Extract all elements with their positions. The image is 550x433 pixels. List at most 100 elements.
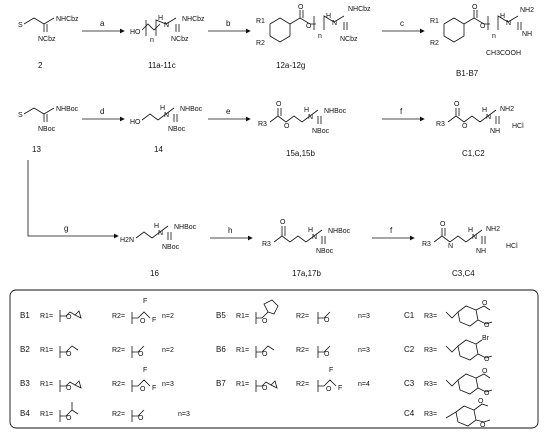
legend-b1-r2: R2= xyxy=(112,313,125,320)
legend-b5-r2: R2= xyxy=(296,313,309,320)
legend-b3-r1: R1= xyxy=(40,381,53,388)
salt-acoh: CH3COOH xyxy=(486,50,521,57)
legend-b7-code: B7 xyxy=(216,379,226,388)
nh-h-11: H xyxy=(158,15,163,22)
label-compound-14: 14 xyxy=(154,145,163,154)
legend-c2-r3: R3= xyxy=(424,347,437,354)
svg-text:O: O xyxy=(284,123,290,130)
legend-b7-f2: F xyxy=(338,385,342,392)
step-h: h xyxy=(228,226,232,235)
legend-c1-code: C1 xyxy=(404,311,415,320)
svg-text:O: O xyxy=(326,386,332,393)
compound-b1-b7: R1 R2 O O n H N NH2 NH CH3COOH B1-B7 xyxy=(430,4,534,78)
legend-c1-r3: R3= xyxy=(424,313,437,320)
nh-n-15: N xyxy=(308,114,313,121)
salt-hcl-c12: HCl xyxy=(512,123,524,130)
group-ho-14: HO xyxy=(130,119,141,126)
legend-b5-n: n=3 xyxy=(358,313,370,320)
nh-n-c34: N xyxy=(472,234,477,241)
svg-text:O: O xyxy=(262,351,268,358)
legend-b7-n: n=4 xyxy=(358,381,370,388)
svg-text:O: O xyxy=(482,368,488,375)
group-nboc-14: NBoc xyxy=(168,126,186,133)
cyclopropylmethoxy-icon xyxy=(59,310,82,322)
methoxy-icon-b5 xyxy=(317,311,331,324)
step-c: c xyxy=(400,19,404,28)
step-a: a xyxy=(100,19,105,28)
legend-b1-n: n=2 xyxy=(162,313,174,320)
legend-box xyxy=(9,289,539,429)
cyclopropylmethoxy-icon-b7 xyxy=(255,380,278,392)
svg-text:O: O xyxy=(484,390,490,397)
svg-text:O: O xyxy=(454,101,460,108)
svg-text:O: O xyxy=(298,4,304,11)
isopropoxy-icon-b4 xyxy=(59,402,79,422)
legend-b2-n: n=2 xyxy=(162,347,174,354)
diethoxyphenyl-icon-c1 xyxy=(457,305,479,327)
diethoxyphenyl-icon-c4 xyxy=(455,405,477,427)
svg-text:O: O xyxy=(324,351,330,358)
svg-text:O: O xyxy=(480,23,486,30)
legend-row-3: B3 R1= O R2= O F F n=3 B7 R1= O R2= O F … xyxy=(20,367,493,397)
svg-text:O: O xyxy=(324,317,330,324)
legend-b3-r2: R2= xyxy=(112,381,125,388)
legend-b6-code: B6 xyxy=(216,345,226,354)
nh-h-16: H xyxy=(154,223,159,230)
legend-c4-code: C4 xyxy=(404,409,415,418)
group-nh-c12: NH xyxy=(490,128,500,135)
diethoxyphenyl-icon-c3 xyxy=(457,373,479,395)
legend-b2-r2: R2= xyxy=(112,347,125,354)
step-f-2: f xyxy=(390,226,393,235)
legend-b3-code: B3 xyxy=(20,379,30,388)
group-nh-c34: NH xyxy=(476,248,486,255)
svg-text:O: O xyxy=(280,219,286,226)
compound-c1-c2: R3 O O H N NH2 NH HCl C1,C2 xyxy=(436,101,524,158)
cyclopropylmethoxy-icon-b3 xyxy=(59,380,82,392)
svg-text:O: O xyxy=(482,300,488,307)
step-f-1: f xyxy=(400,107,403,116)
group-r3-15: R3 xyxy=(258,121,267,128)
group-r2-b: R2 xyxy=(430,40,439,47)
label-compound-b: B1-B7 xyxy=(456,69,479,78)
group-nhboc-14: NHBoc xyxy=(180,106,203,113)
nh-h-14: H xyxy=(160,105,165,112)
group-r1-12: R1 xyxy=(256,18,265,25)
group-ho-11: HO xyxy=(130,29,141,36)
group-nhcbz-11: NHCbz xyxy=(182,16,205,23)
group-nboc-15: NBoc xyxy=(312,128,330,135)
salt-hcl-c34: HCl xyxy=(506,243,518,250)
legend-row-2: B2 R1= O R2= O n=2 B6 R1= O R2= O n=3 C2… xyxy=(20,335,493,363)
legend-b4-r1: R1= xyxy=(40,411,53,418)
nh-n-17: N xyxy=(312,234,317,241)
difluoromethoxy-icon-b7 xyxy=(317,379,337,392)
svg-text:O: O xyxy=(140,318,146,325)
svg-text:O: O xyxy=(306,23,312,30)
label-compound-c12: C1,C2 xyxy=(462,149,485,158)
subscript-n-11: n xyxy=(150,37,154,44)
nh-n-11: N xyxy=(164,22,169,29)
nh-h-c34: H xyxy=(468,227,473,234)
legend-b4-code: B4 xyxy=(20,409,30,418)
label-compound-16: 16 xyxy=(150,269,159,278)
svg-text:O: O xyxy=(140,386,146,393)
group-nh2-c12: NH2 xyxy=(500,106,514,113)
compound-13: S NHBoc NBoc 13 xyxy=(18,106,79,154)
nh-n-12: N xyxy=(332,20,337,27)
legend-row-4: B4 R1= O R2= O n=3 C4 R3= O O xyxy=(20,398,491,429)
nh-n-14: N xyxy=(164,112,169,119)
legend-b1-code: B1 xyxy=(20,311,30,320)
legend-b7-r1: R1= xyxy=(236,381,249,388)
subscript-n-b: n xyxy=(492,33,496,40)
group-nh-b: NH xyxy=(522,31,532,38)
legend-b2-r1: R1= xyxy=(40,347,53,354)
difluoromethoxy-icon xyxy=(131,311,151,324)
subscript-n-12: n xyxy=(318,33,322,40)
svg-text:O: O xyxy=(66,351,72,358)
group-ncbz-11: NCbz xyxy=(171,36,189,43)
methoxy-icon-b2 xyxy=(131,345,145,358)
svg-text:O: O xyxy=(480,422,486,429)
legend-b3-f1: F xyxy=(143,367,147,374)
nh-h-c12: H xyxy=(482,107,487,114)
svg-text:O: O xyxy=(440,221,446,228)
